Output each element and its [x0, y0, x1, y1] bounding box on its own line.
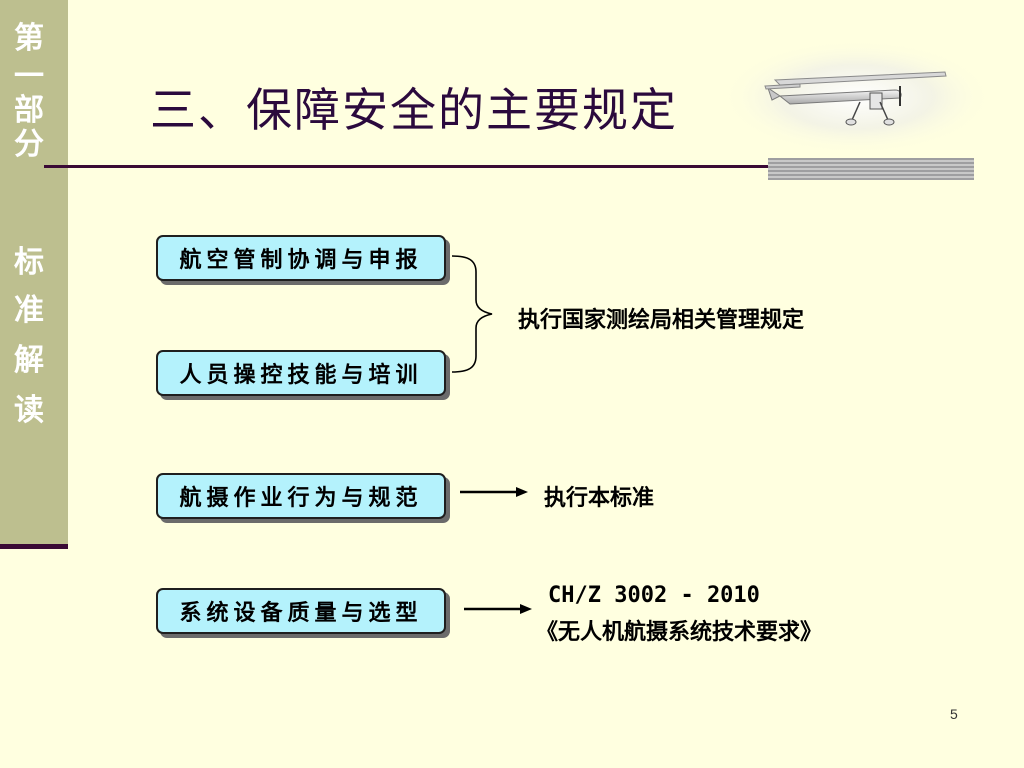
spec-title: 《无人机航摄系统技术要求》 — [536, 620, 823, 645]
sidebar-section-char: 第 — [14, 21, 44, 56]
sidebar-topic-char: 读 — [14, 393, 44, 428]
sidebar-section-char: 分 — [14, 127, 44, 162]
arrow-head-icon — [516, 487, 528, 497]
page-title: 三、保障安全的主要规定 — [150, 83, 678, 137]
uav-airplane-image — [720, 38, 995, 156]
title-underline — [44, 165, 974, 168]
sidebar-divider — [0, 544, 68, 549]
standard-note: 执行本标准 — [544, 486, 655, 511]
sidebar-topic-char: 解 — [14, 343, 44, 378]
sidebar-section-char: 一 — [14, 59, 44, 94]
regulation-item-airspace-control: 航空管制协调与申报 — [156, 235, 446, 281]
sidebar-section-char: 部 — [14, 93, 44, 128]
page-number: 5 — [950, 706, 958, 722]
sidebar-topic-char: 准 — [14, 293, 44, 328]
curly-bracket — [451, 255, 493, 373]
arrow-head-icon — [520, 604, 532, 614]
bracket-note: 执行国家测绘局相关管理规定 — [518, 308, 805, 333]
spec-code: CH/Z 3002 - 2010 — [548, 583, 760, 608]
sidebar — [0, 0, 68, 548]
regulation-item-flight-operations: 航摄作业行为与规范 — [156, 473, 446, 519]
regulation-item-operator-training: 人员操控技能与培训 — [156, 350, 446, 396]
decorative-striped-bar — [768, 158, 974, 180]
sidebar-topic-char: 标 — [14, 245, 44, 280]
regulation-item-equipment-quality: 系统设备质量与选型 — [156, 588, 446, 634]
